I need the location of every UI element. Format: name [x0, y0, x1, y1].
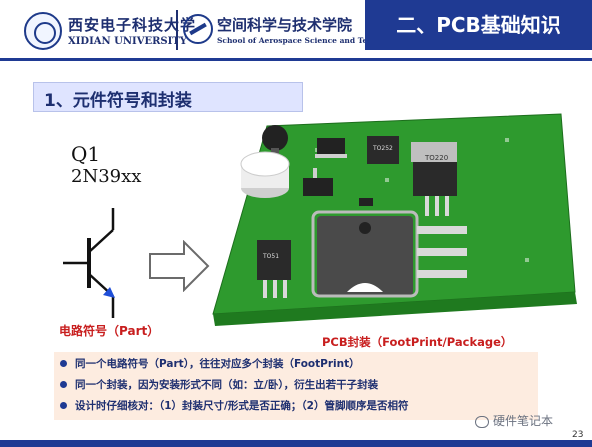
footer-bar	[0, 440, 592, 447]
watermark: 硬件笔记本	[475, 412, 553, 429]
list-item: 同一个封装，因为安装形式不同（如：立/卧），衍生出若干子封装	[60, 375, 378, 395]
transistor-symbol-icon	[63, 208, 115, 318]
school-name-cn: 空间科学与技术学院	[217, 16, 353, 34]
pcb-label-to220: TO220	[424, 154, 448, 162]
subsection-heading-bar: 1、元件符号和封装	[33, 82, 303, 112]
bullet-dot-icon	[60, 359, 67, 367]
subsection-heading: 1、元件符号和封装	[44, 91, 192, 111]
university-name-cn: 西安电子科技大学	[68, 16, 197, 34]
watermark-text: 硬件笔记本	[493, 414, 554, 428]
header: 西安电子科技大学 XIDIAN UNIVERSITY 空间科学与技术学院 Sch…	[0, 0, 592, 62]
page-number: 23	[572, 430, 584, 440]
section-title-box: 二、PCB基础知识	[365, 0, 592, 50]
right-arrow-icon	[149, 240, 210, 292]
bullet-dot-icon	[60, 380, 67, 388]
list-item: 同一个电路符号（Part），往往对应多个封装（FootPrint）	[60, 354, 360, 374]
pcb-label-to252: TO252	[372, 145, 393, 152]
university-logo: 西安电子科技大学 XIDIAN UNIVERSITY	[24, 8, 195, 54]
bullet-text: 同一个电路符号（Part），往往对应多个封装（FootPrint）	[75, 358, 360, 370]
bullet-text: 设计时仔细核对：（1）封装尺寸/形式是否正确；（2）管脚顺序是否相符	[75, 400, 409, 412]
bullet-dot-icon	[60, 401, 67, 409]
bullet-text: 同一个封装，因为安装形式不同（如：立/卧），衍生出若干子封装	[75, 379, 379, 391]
part-number-label: 2N39xx	[71, 166, 142, 187]
symbol-caption: 电路符号（Part）	[59, 324, 160, 338]
bullet-list: 同一个电路符号（Part），往往对应多个封装（FootPrint） 同一个封装，…	[54, 352, 538, 420]
pcb-label-to51: TO51	[262, 253, 279, 260]
aerospace-emblem-icon	[183, 14, 213, 44]
symbol-panel: Q1 2N39xx 电路符号（Part）	[33, 122, 193, 342]
list-item: 设计时仔细核对：（1）封装尺寸/形式是否正确；（2）管脚顺序是否相符	[60, 396, 408, 416]
pcb-3d-image: TO252 TO220 TO51	[212, 113, 577, 326]
designator-label: Q1	[71, 142, 101, 166]
school-logo: 空间科学与技术学院 School of Aerospace Science an…	[183, 8, 405, 54]
pcb-caption: PCB封装（FootPrint/Package）	[322, 335, 513, 349]
header-rule	[0, 58, 592, 61]
university-seal-icon	[24, 12, 62, 50]
university-name-en: XIDIAN UNIVERSITY	[68, 36, 187, 47]
section-title: 二、PCB基础知识	[396, 13, 561, 37]
school-name-en: School of Aerospace Science and Technolo…	[217, 36, 406, 45]
logo-divider	[176, 10, 178, 50]
wechat-icon	[475, 415, 489, 428]
